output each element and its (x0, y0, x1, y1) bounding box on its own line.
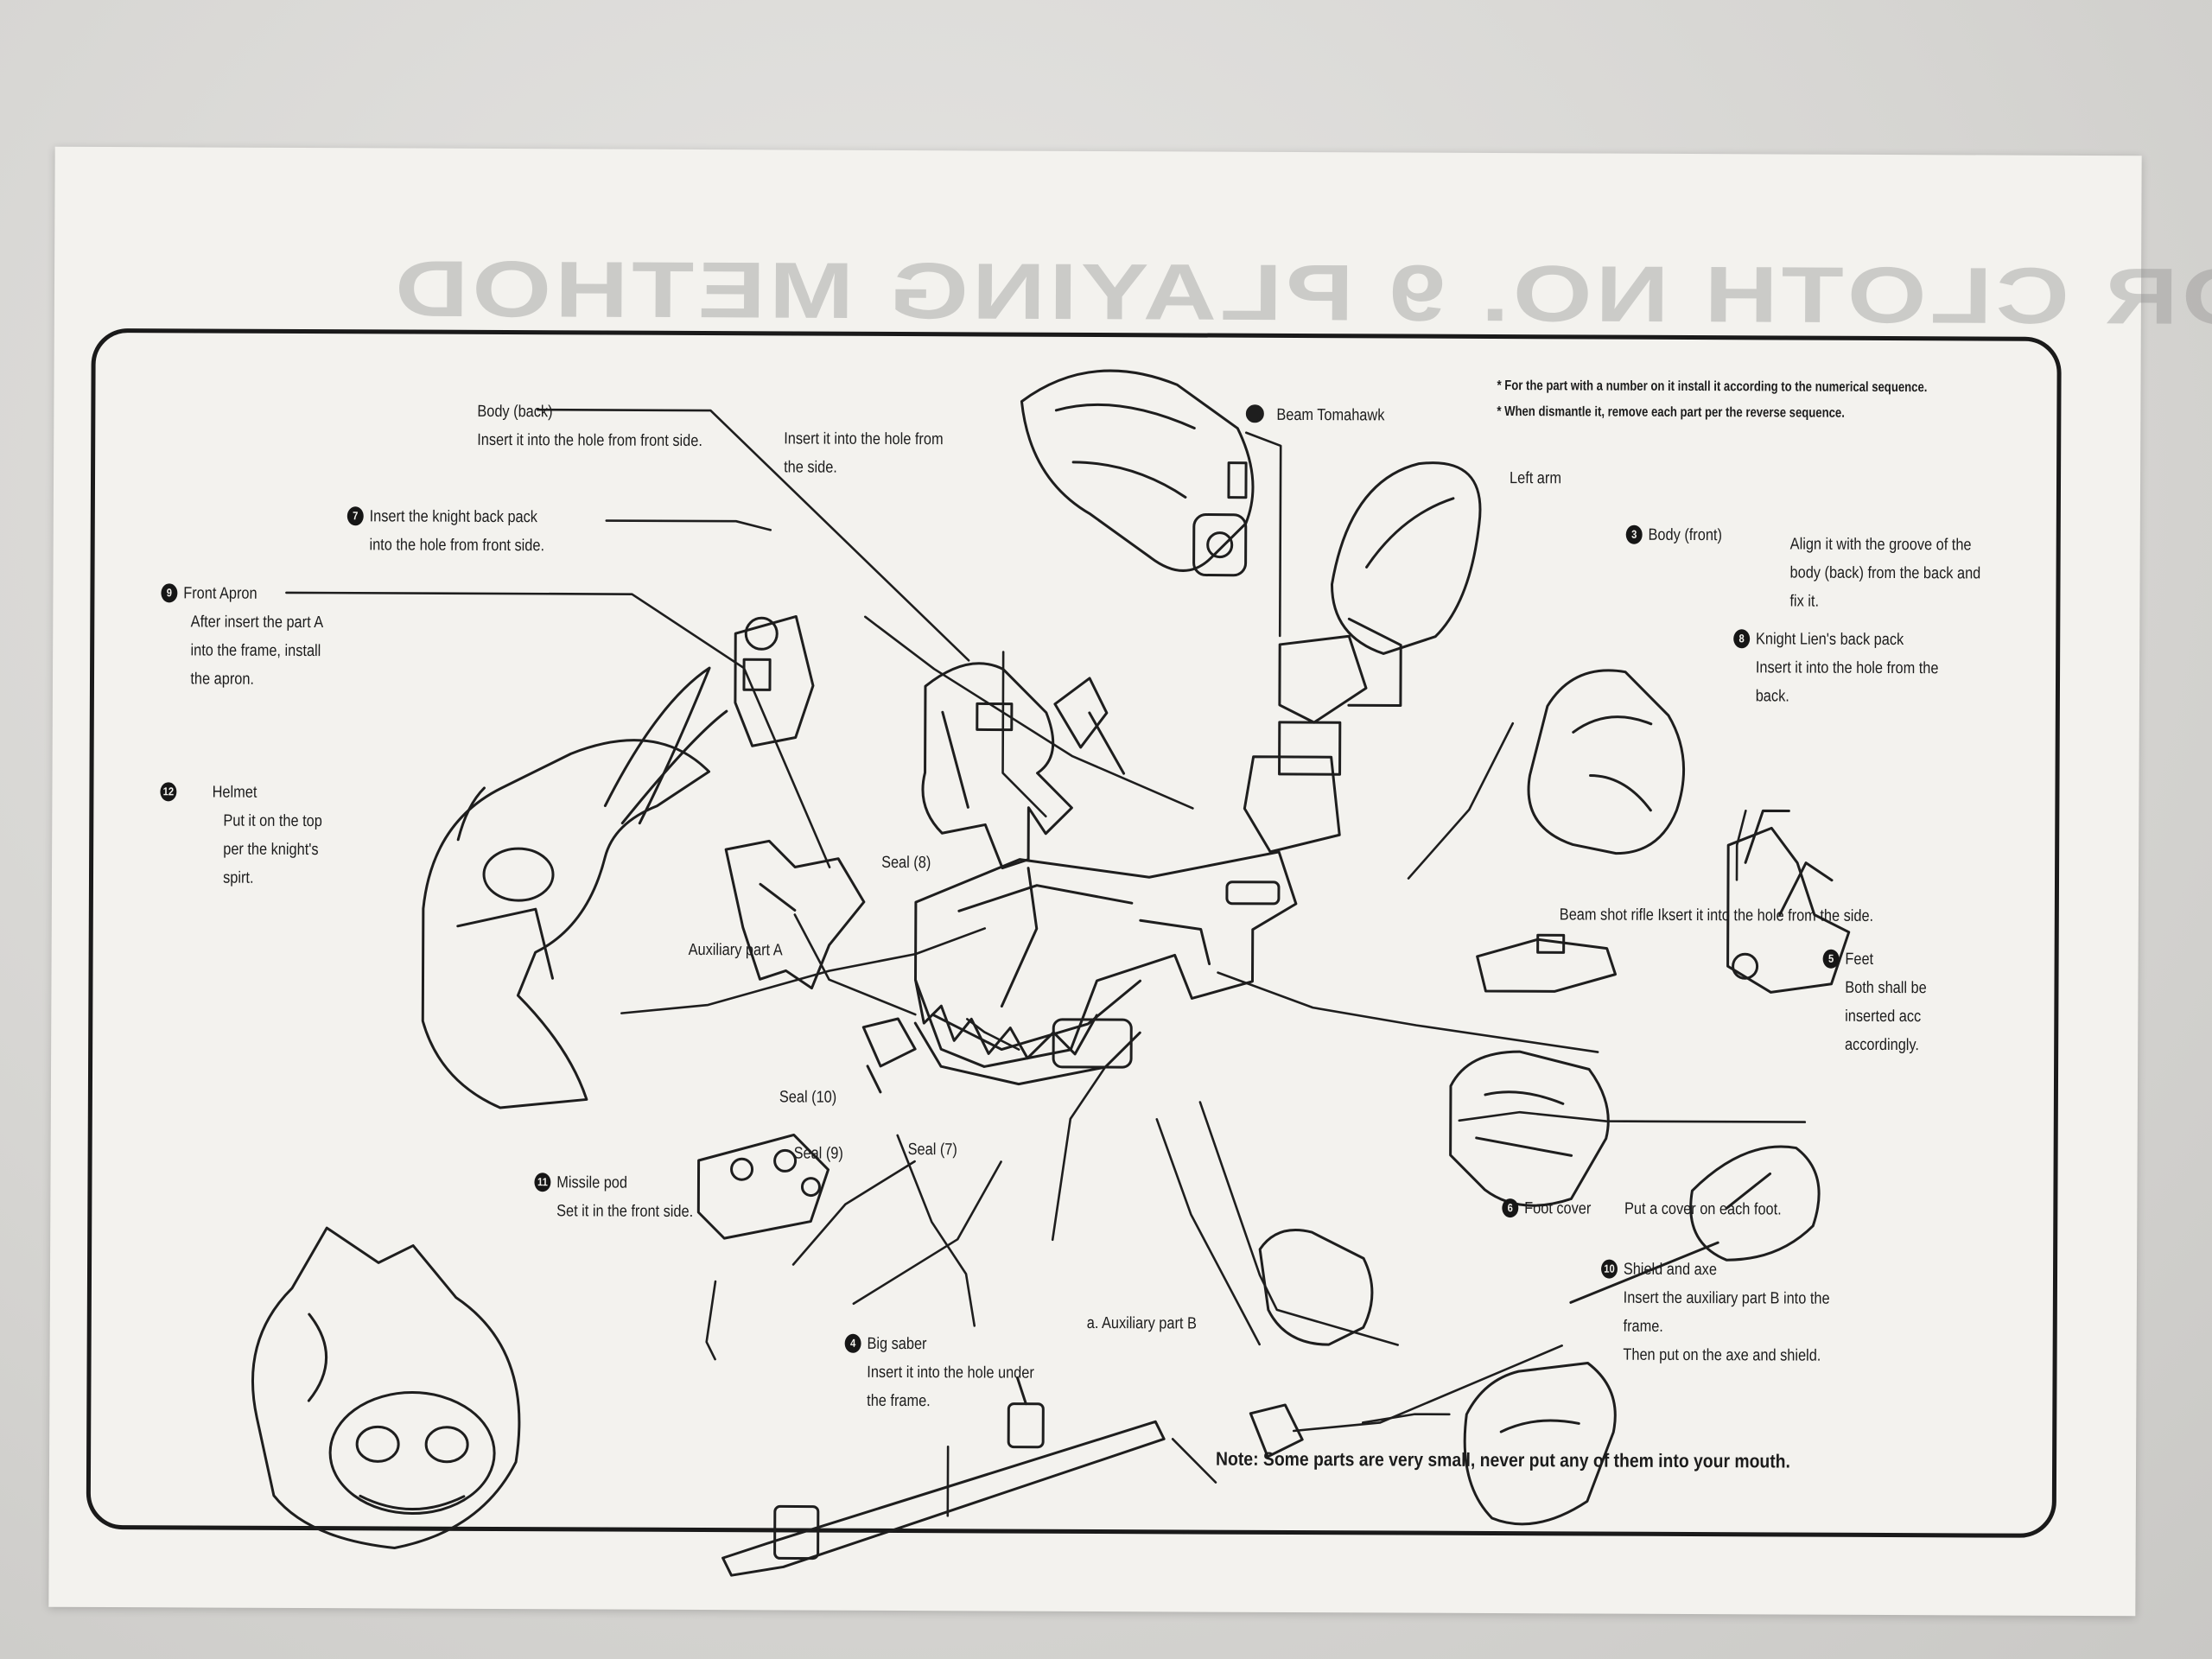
label-body-front-instructions: Align it with the groove of the body (ba… (1789, 535, 1981, 611)
foot-cover-part (1258, 1229, 1374, 1346)
label-auxiliary-part-b: a. Auxiliary part B (1086, 1313, 1197, 1333)
step-number-badge: 6 (1502, 1198, 1519, 1218)
beam-tomahawk-part (1020, 369, 1255, 577)
big-saber-part (721, 1376, 1166, 1577)
beam-shot-rifle-part (1476, 933, 1618, 993)
label-beam-tomahawk: Beam Tomahawk (1276, 405, 1385, 425)
left-arm-part (1243, 461, 1482, 854)
safety-note-text: : Some parts are very small, never put a… (1253, 1447, 1790, 1472)
label-auxiliary-part-a: Auxiliary part A (688, 940, 783, 960)
step-number-badge: 5 (1822, 949, 1840, 969)
sequence-notes: * For the part with a number on it insta… (1497, 373, 1927, 427)
label-left-arm: Left arm (1509, 469, 1562, 488)
step-number-badge: 7 (346, 506, 364, 526)
auxiliary-part-b (1249, 1403, 1304, 1459)
knight-lien-back-pack-part (1726, 809, 1851, 994)
body-back-part (921, 662, 1073, 870)
step-number-badge: 12 (160, 782, 177, 802)
shield-part (1463, 1361, 1617, 1526)
note-line-2: * When dismantle it, remove each part pe… (1497, 404, 1845, 421)
step-number-badge: 10 (1601, 1259, 1618, 1279)
safety-note: Note: Some parts are very small, never p… (1216, 1448, 1790, 1473)
label-insert-side: Insert it into the hole from the side. (784, 429, 944, 477)
instruction-sheet: ARMOR CLOTH NO. 9 PLAYING METHOD (48, 146, 2212, 1617)
helmet-part (421, 666, 728, 1109)
auxiliary-part-a (861, 1017, 917, 1094)
step-number-badge: 8 (1733, 629, 1751, 649)
step-number-badge: 11 (534, 1173, 551, 1192)
note-line-1: * For the part with a number on it insta… (1497, 378, 1928, 396)
small-axe-part (1053, 677, 1126, 775)
label-beam-shot-rifle: Beam shot rifle Iksert it into the hole … (1559, 906, 1874, 925)
exploded-assembly-drawing (251, 369, 1851, 1577)
jaw-part (913, 978, 1141, 1086)
label-seal-7: Seal (7) (907, 1141, 957, 1160)
label-seal-10: Seal (10) (779, 1088, 837, 1107)
body-front-part (1527, 669, 1685, 855)
missile-pod-part (696, 1133, 830, 1240)
axe-part (1569, 1145, 1821, 1304)
front-apron-part (724, 839, 866, 990)
label-body-back: Body (back) Insert it into the hole from… (477, 402, 702, 451)
step-number-badge: 3 (1625, 524, 1643, 544)
knight-back-pack-part (734, 614, 815, 747)
knight-head-illustration (251, 1226, 521, 1549)
label-seal-9: Seal (9) (793, 1144, 843, 1163)
step-number-badge: 4 (844, 1333, 861, 1353)
feet-part (1449, 1050, 1610, 1207)
label-seal-8: Seal (8) (881, 853, 931, 873)
safety-note-prefix: Note (1216, 1447, 1254, 1470)
leader-lines (285, 408, 1807, 1517)
main-frame-part (914, 850, 1298, 1068)
step-number-badge: 9 (161, 583, 178, 603)
